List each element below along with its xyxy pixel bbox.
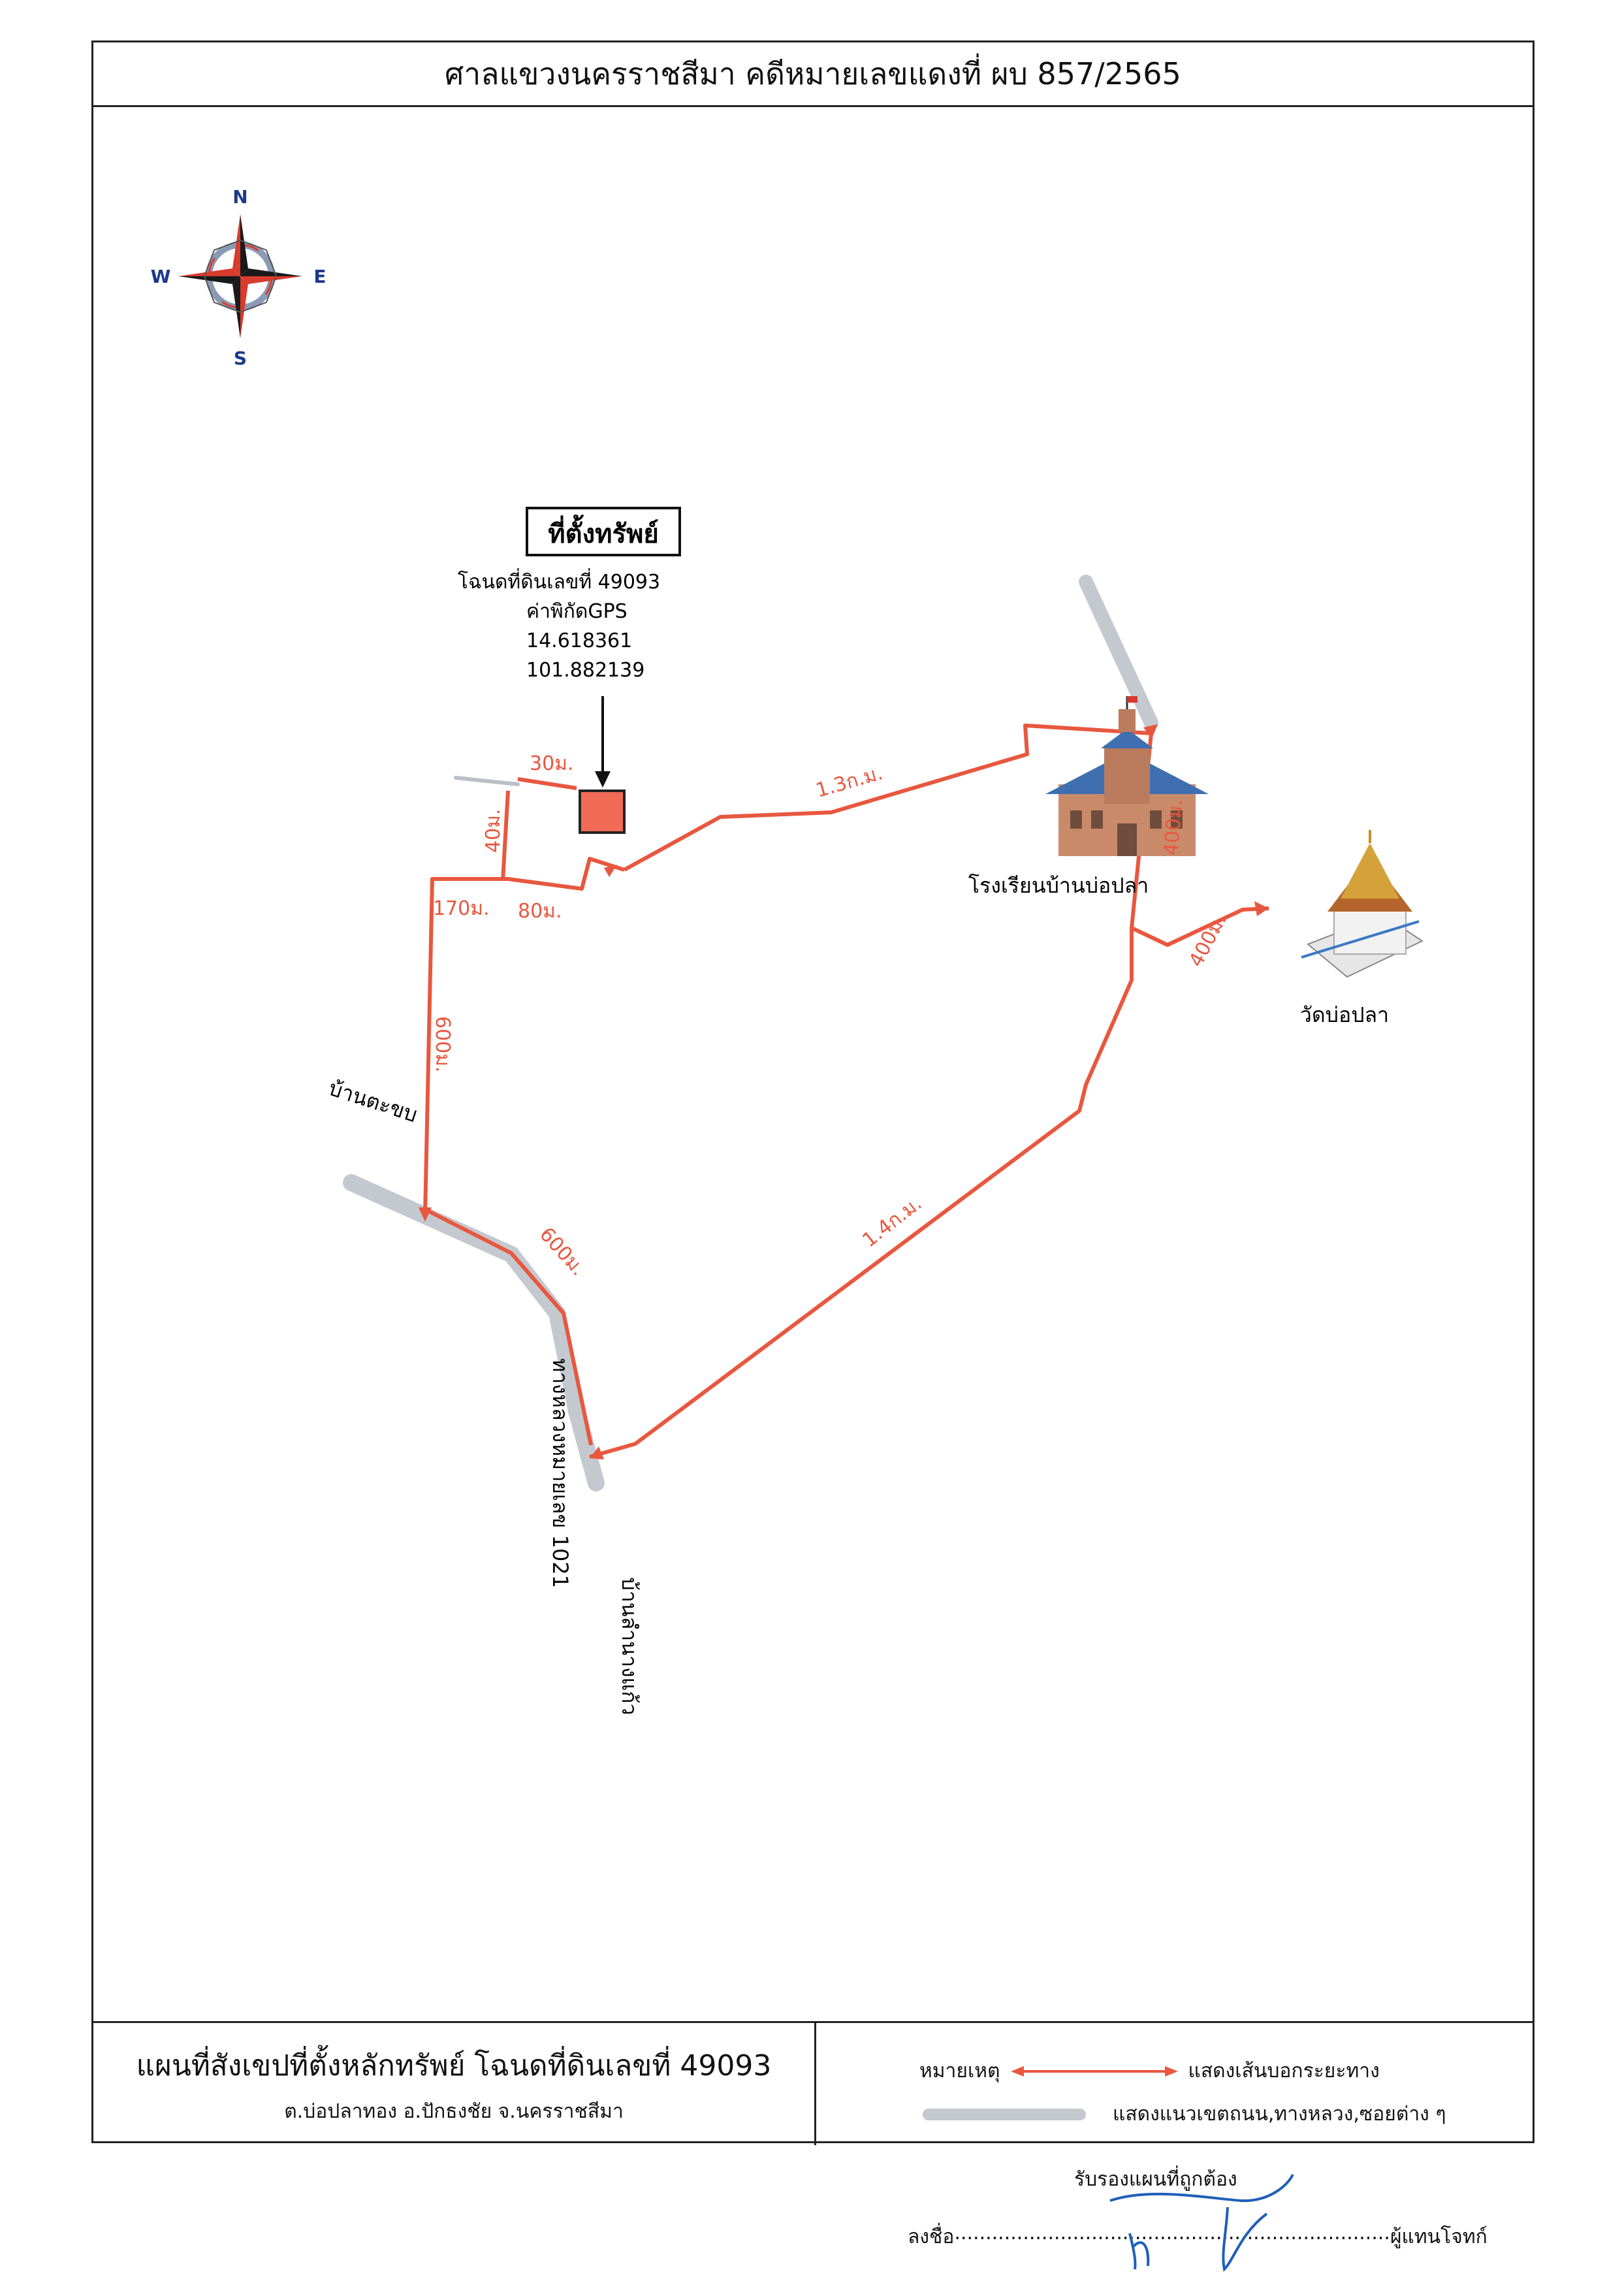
legend-label: หมายเหตุ [919,2060,1000,2082]
legend-route-text: แสดงเส้นบอกระยะทาง [1188,2060,1380,2082]
temple-icon [1301,830,1424,978]
arrowhead-icon [604,865,617,877]
school-building-icon [1045,696,1209,856]
highway-label: ทางหลวงหมายเลข 1021 [548,1358,573,1588]
compass-east-label: E [313,266,326,287]
sign-role: ผู้แทนโจทก์ [1390,2225,1487,2248]
certify-text: รับรองแผนที่ถูกต้อง [1074,2168,1237,2191]
compass-rose-icon: N S E W [151,186,326,369]
route-plot-40m [501,790,510,882]
distance-40m-label: 40ม. [482,809,505,853]
property-longitude: 101.882139 [526,659,644,682]
footer-panel: แผนที่สังเขปที่ตั้งหลักทรัพย์ โฉนดที่ดิน… [93,2021,1533,2145]
route-plot-30m [517,777,577,790]
distance-400m-school-label: 400ม. [1160,798,1187,856]
route-school-to-temple [1130,733,1269,947]
map-caption: แผนที่สังเขปที่ตั้งหลักทรัพย์ โฉนดที่ดิน… [93,2023,816,2145]
route-temple-to-highway [589,928,1134,1459]
plot-access-road [454,776,520,786]
document-frame: ศาลแขวงนครราชสีมา คดีหมายเลขแดงที่ ผบ 85… [91,40,1535,2145]
signature-block: รับรองแผนที่ถูกต้อง ลงชื่อ .............… [0,2148,1622,2292]
sign-dots: ........................................… [954,2222,1390,2244]
distance-1300m-label: 1.3ก.ม. [814,761,885,803]
map-caption-location: ต.บ่อปลาทอง อ.ปักธงชัย จ.นครราชสีมา [284,2100,624,2123]
property-heading: ที่ตั้งทรัพย์ [548,515,659,549]
property-latitude: 14.618361 [526,630,632,652]
property-gps-label: ค่าพิกัดGPS [526,600,628,623]
distance-1400m-label: 1.4ก.ม. [858,1192,926,1252]
arrowhead-icon [1254,901,1269,916]
village-west-label: บ้านตะขบ [326,1076,421,1127]
compass-north-label: N [232,186,247,208]
property-deed-number: โฉนดที่ดินเลขที่ 49093 [458,568,660,594]
page-title: ศาลแขวงนครราชสีมา คดีหมายเลขแดงที่ ผบ 85… [93,42,1533,107]
route-plot-to-junction [423,857,625,1216]
distance-routes [423,724,1269,1459]
distance-30m-label: 30ม. [530,752,574,775]
roads [343,575,1158,1491]
route-plot-to-school [623,724,1152,872]
property-heading-box [526,507,681,556]
property-plot [579,789,626,834]
pointer-arrow-icon [595,696,611,788]
handwritten-signature [1109,2174,1294,2272]
distance-80m-label: 80ม. [518,900,562,923]
route-arrowheads [419,724,1269,1459]
legend-arrow-icon [1010,2065,1178,2077]
distance-170m-label: 170ม. [433,897,490,920]
legend-road-text: แสดงแนวเขตถนน,ทางหลวง,ซอยต่าง ๆ [1113,2103,1446,2126]
distance-600m-south-label: 600ม. [535,1223,590,1281]
sign-line: ลงชื่อ .................................… [908,2222,1487,2252]
legend-road-swatch [923,2108,1086,2120]
arrowhead-icon [419,1207,432,1222]
school-label: โรงเรียนบ้านบ่อปลา [968,873,1149,898]
legend-route-row: หมายเหตุ แสดงเส้นบอกระยะทาง [919,2056,1380,2086]
map-caption-title: แผนที่สังเขปที่ตั้งหลักทรัพย์ โฉนดที่ดิน… [136,2049,772,2082]
compass-south-label: S [234,347,247,369]
northeast-road [1079,575,1158,730]
map-area: N S E W [93,105,1533,2021]
legend-road-row: แสดงแนวเขตถนน,ทางหลวง,ซอยต่าง ๆ [919,2099,1446,2129]
distance-400m-temple-label: 400ม. [1185,910,1232,971]
compass-west-label: W [151,266,171,287]
temple-label: วัดบ่อปลา [1300,1002,1389,1027]
distance-600m-west-label: 600ม. [431,1016,454,1073]
sign-label: ลงชื่อ [908,2225,955,2248]
route-highway-segment [425,1208,593,1446]
arrowhead-icon [1143,724,1158,739]
arrowhead-icon [590,1446,604,1459]
village-south-label: บ้านลำนางแก้ว [617,1577,642,1715]
highway-1021-road [343,1174,605,1491]
